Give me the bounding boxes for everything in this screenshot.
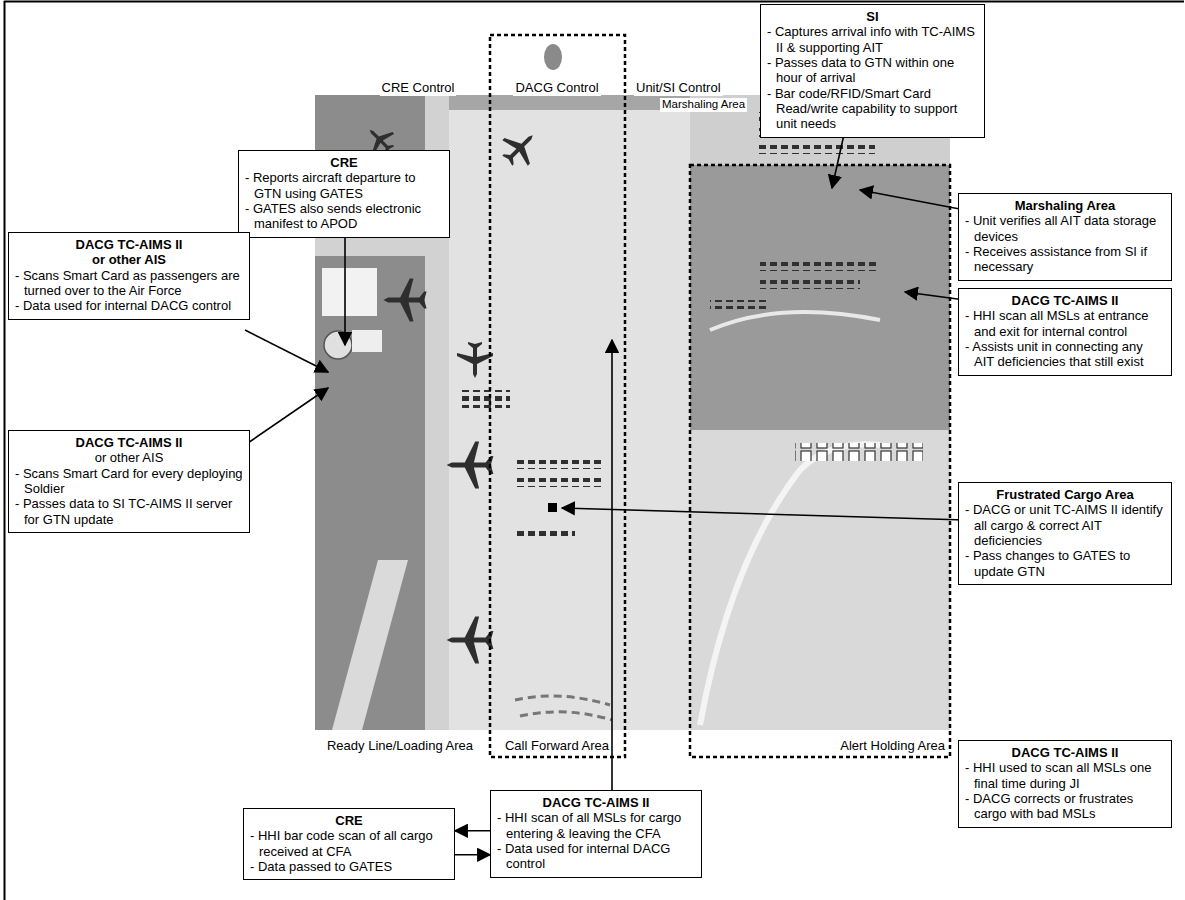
area-label: CRE Control [380, 80, 457, 96]
bullet-text: - Scans Smart Card for every deploying S… [15, 466, 243, 497]
illustration-part [611, 340, 613, 795]
illustration-part [860, 190, 965, 210]
bullet-text: - HHI bar code scan of all cargo receive… [250, 828, 448, 859]
illustration-part [760, 280, 860, 289]
bullet-text: - Data used for internal DACG control [497, 841, 695, 872]
illustration-part [352, 330, 382, 352]
illustration-part [245, 388, 328, 445]
illustration-part [710, 312, 880, 330]
area-label: Alert Holding Area [838, 738, 947, 754]
bullet-text: - DACG or unit TC-AIMS II identify all c… [965, 502, 1165, 548]
illustration-part [795, 443, 923, 461]
box-heading: DACG TC-AIMS II [497, 795, 695, 810]
box-heading: CRE [250, 813, 448, 828]
data-flow-arrow [455, 854, 490, 856]
illustration-part [447, 617, 494, 664]
illustration-part [4, 1, 1184, 3]
callout-box: Frustrated Cargo Area- DACG or unit TC-A… [958, 482, 1172, 585]
bullet-text: - Data passed to GATES [250, 859, 448, 874]
bullet-text: - Unit verifies all AIT data storage dev… [965, 213, 1165, 244]
illustration-part [515, 696, 610, 705]
bullet-text: - HHI scan all MSLs at entrance and exit… [965, 308, 1165, 339]
box-heading: DACG TC-AIMS II [965, 745, 1165, 760]
illustration-part [544, 44, 562, 70]
callout-box: DACG TC-AIMS II- HHI scan all MSLs at en… [958, 288, 1172, 376]
bullet-text: - DACG corrects or frustrates cargo with… [965, 791, 1165, 822]
area-label: DACG Control [513, 80, 600, 96]
airfield-photo [315, 44, 950, 730]
callout-box: DACG TC-AIMS IIor other AIS- Scans Smart… [8, 430, 250, 533]
bullet-text: - Scans Smart Card as passengers are tur… [15, 268, 243, 299]
control-region [490, 35, 950, 757]
illustration-part [548, 503, 557, 512]
bullet-text: - Data used for internal DACG control [15, 298, 243, 313]
illustration-part [520, 712, 612, 720]
illustration-part [449, 110, 690, 730]
illustration-part [324, 331, 352, 359]
illustration-part [710, 300, 770, 309]
box-heading: or other AIS [15, 252, 243, 267]
area-label: Unit/SI Control [634, 80, 723, 96]
illustration-part [690, 165, 950, 757]
illustration-part [515, 478, 605, 487]
illustration-part [383, 278, 426, 321]
illustration-part [490, 35, 625, 757]
box-heading: DACG TC-AIMS II [15, 435, 243, 450]
leader-line [245, 130, 965, 795]
bullet-text: - HHI scan of all MSLs for cargo enterin… [497, 810, 695, 841]
illustration-part [562, 508, 965, 520]
illustration-part [690, 430, 950, 730]
area-label: Ready Line/Loading Area [325, 738, 475, 754]
illustration-part [832, 130, 845, 188]
callout-box: DACG TC-AIMS II- HHI scan of all MSLs fo… [490, 790, 702, 878]
illustration-part [245, 330, 328, 372]
illustration-part [457, 342, 493, 378]
callout-box: Marshaling Area- Unit verifies all AIT d… [958, 193, 1172, 281]
illustration-part [905, 292, 965, 300]
callout-box: CRE- HHI bar code scan of all cargo rece… [243, 808, 455, 880]
callout-box: CRE- Reports aircraft departure to GTN u… [238, 150, 450, 238]
bullet-text: - Receives assistance from SI if necessa… [965, 244, 1165, 275]
callout-box: SI- Captures arrival info with TC-AIMS I… [760, 4, 985, 138]
illustration-part [447, 442, 494, 489]
illustration-part [755, 145, 875, 154]
illustration-part [332, 560, 408, 730]
callout-box: DACG TC-AIMS II- HHI used to scan all MS… [958, 740, 1172, 828]
bullet-text: - Passes data to GTN within one hour of … [767, 55, 978, 86]
bullet-text: - HHI used to scan all MSLs one final ti… [965, 760, 1165, 791]
box-heading: Frustrated Cargo Area [965, 487, 1165, 502]
box-heading: Marshaling Area [965, 198, 1165, 213]
illustration-part [760, 262, 880, 271]
box-heading: DACG TC-AIMS II [15, 237, 243, 252]
illustration-part [322, 268, 377, 316]
illustration-part [495, 123, 546, 174]
illustration-part [515, 530, 575, 539]
illustration-part [690, 165, 950, 430]
illustration-part [460, 390, 510, 408]
illustration-part [315, 238, 455, 256]
callout-box: DACG TC-AIMS IIor other AIS- Scans Smart… [8, 232, 250, 320]
box-heading: DACG TC-AIMS II [965, 293, 1165, 308]
bullet-text: - Assists unit in connecting any AIT def… [965, 339, 1165, 370]
illustration-part [515, 460, 605, 469]
area-label: Marshaling Area [660, 98, 747, 112]
area-label: Call Forward Area [503, 738, 611, 754]
box-heading: or other AIS [15, 450, 243, 465]
bullet-text: - Captures arrival info with TC-AIMS II … [767, 24, 978, 55]
box-heading: SI [767, 9, 978, 24]
illustration-part [4, 1, 6, 900]
bullet-text: - Passes data to SI TC-AIMS II server fo… [15, 496, 243, 527]
bullet-text: - GATES also sends electronic manifest t… [245, 201, 443, 232]
box-heading: CRE [245, 155, 443, 170]
bullet-text: - Reports aircraft departure to GTN usin… [245, 170, 443, 201]
data-flow-arrow [455, 830, 490, 832]
bullet-text: - Bar code/RFID/Smart Card Read/write ca… [767, 86, 978, 132]
bullet-text: - Pass changes to GATES to update GTN [965, 548, 1165, 579]
illustration-part [700, 444, 880, 725]
frame [4, 1, 1184, 900]
